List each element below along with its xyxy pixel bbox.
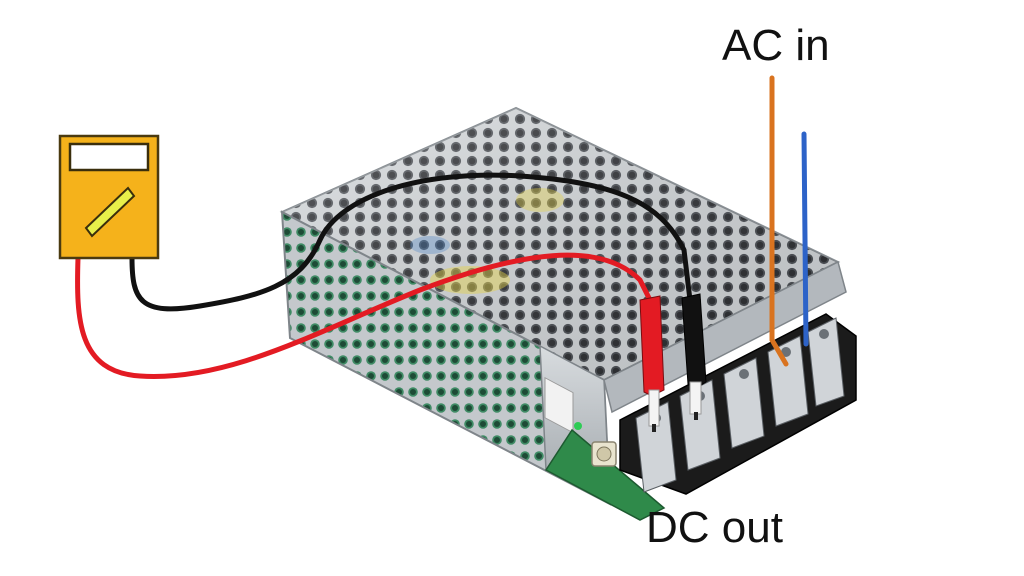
psu-led xyxy=(574,422,582,430)
ac-neutral-wire xyxy=(801,131,809,347)
probe-red-wire xyxy=(75,252,653,379)
psu-label-sticker xyxy=(544,377,574,434)
probe-red xyxy=(639,295,665,432)
psu-right-plate xyxy=(603,260,847,414)
multimeter-needle xyxy=(84,186,136,238)
multimeter-display xyxy=(68,142,150,172)
multimeter-icon xyxy=(58,134,160,260)
ac-live-wire xyxy=(769,75,789,367)
ac-in-label: AC in xyxy=(722,21,830,70)
terminal-block xyxy=(619,313,857,495)
psu-pcb xyxy=(544,428,666,521)
dc-out-label: DC out xyxy=(646,503,783,552)
probe-black-wire xyxy=(129,172,693,312)
probe-black xyxy=(681,293,707,420)
